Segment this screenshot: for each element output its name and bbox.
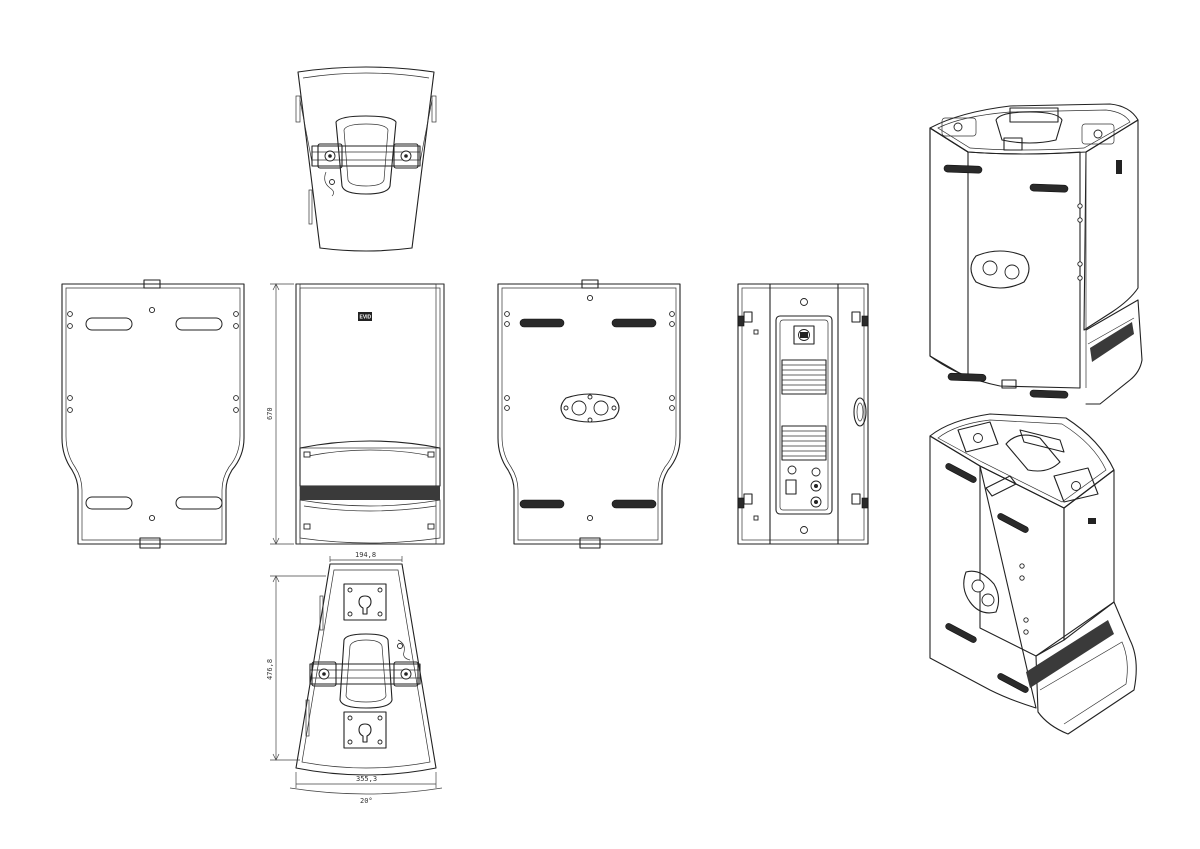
- iso-brand-logo: [1088, 518, 1096, 524]
- dimension-top-width: 194,8: [355, 551, 376, 559]
- isometric-view-front: [929, 413, 1137, 735]
- dimension-bottom-width: 355,3: [356, 775, 377, 783]
- side-view: [497, 279, 681, 549]
- logo-text: EVID: [360, 315, 372, 321]
- amplifier-panel-view: [737, 283, 869, 545]
- isometric-view-rear: [929, 103, 1143, 405]
- rear-panel-view: [61, 279, 245, 549]
- dimension-angle: 20°: [360, 797, 373, 805]
- brand-logo: [358, 312, 372, 321]
- top-view: [295, 66, 437, 252]
- bottom-view: 194,8 476,8 355,3 20°: [266, 551, 443, 805]
- dimension-height: 670: [266, 407, 274, 420]
- front-view: EVID 670: [266, 283, 445, 545]
- dimension-depth: 476,8: [266, 659, 274, 680]
